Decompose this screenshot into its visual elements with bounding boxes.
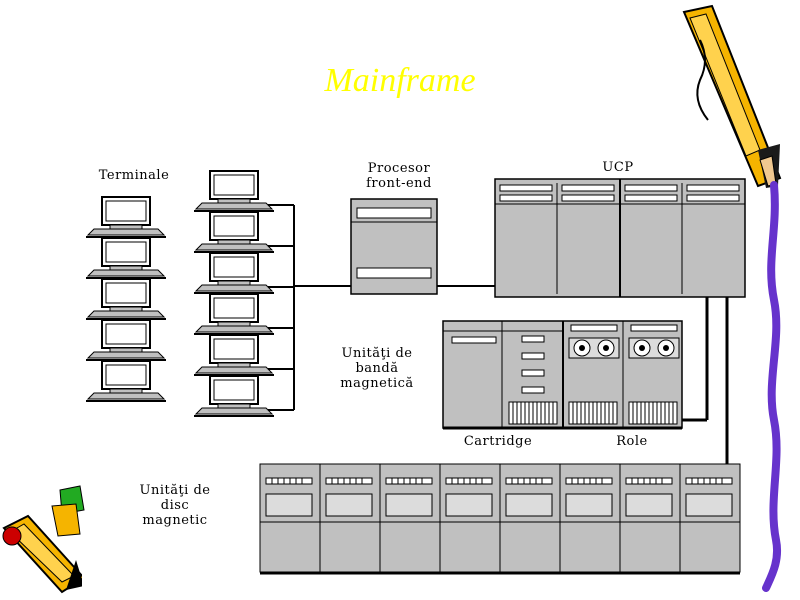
disk-unit: [619, 463, 681, 573]
disk-units-label-line2: disc: [160, 498, 190, 513]
ucp-cabinets: [494, 178, 746, 298]
disk-units-label-line1: Unităţi de: [139, 483, 211, 498]
terminal: [85, 360, 167, 402]
terminal-bus: [268, 204, 496, 411]
cartridge-label: Cartridge: [463, 434, 533, 449]
terminal: [193, 375, 275, 417]
terminals-right: [193, 170, 275, 417]
role-label: Role: [616, 434, 648, 449]
disk-units: [259, 463, 741, 575]
tape-units-label-line3: magnetică: [340, 376, 414, 391]
tape-units-label-line2: bandă: [355, 361, 399, 376]
terminal: [193, 252, 275, 294]
disk-unit: [319, 463, 381, 573]
disk-units-label-line3: magnetic: [142, 513, 208, 528]
disk-units-label: Unităţi de disc magnetic: [118, 483, 232, 528]
tape-units: [442, 320, 683, 430]
disk-unit: [259, 463, 321, 573]
ucp-label: UCP: [602, 160, 634, 175]
terminal: [193, 170, 275, 212]
disk-unit: [499, 463, 561, 573]
terminal: [85, 196, 167, 238]
terminal: [85, 319, 167, 361]
tape-units-label-line1: Unităţi de: [341, 346, 413, 361]
pencil-icon: [2, 485, 110, 600]
terminal: [193, 211, 275, 253]
front-end-processor-label-line2: front-end: [366, 176, 432, 191]
terminal: [193, 334, 275, 376]
terminal: [85, 278, 167, 320]
tape-units-label: Unităţi de bandă magnetică: [320, 346, 434, 391]
pencil-icon: [682, 4, 782, 592]
terminals-left: [85, 196, 167, 402]
disk-unit: [679, 463, 741, 573]
front-end-processor-label: Procesor front-end: [340, 161, 458, 191]
disk-unit: [379, 463, 441, 573]
front-end-processor-label-line1: Procesor: [367, 161, 431, 176]
disk-unit: [559, 463, 621, 573]
front-end-processor: [350, 198, 438, 295]
terminal: [193, 293, 275, 335]
ucp-connections: [682, 297, 729, 466]
page-title: Mainframe: [324, 62, 476, 99]
terminals-label: Terminale: [98, 168, 170, 183]
terminal: [85, 237, 167, 279]
disk-unit: [439, 463, 501, 573]
